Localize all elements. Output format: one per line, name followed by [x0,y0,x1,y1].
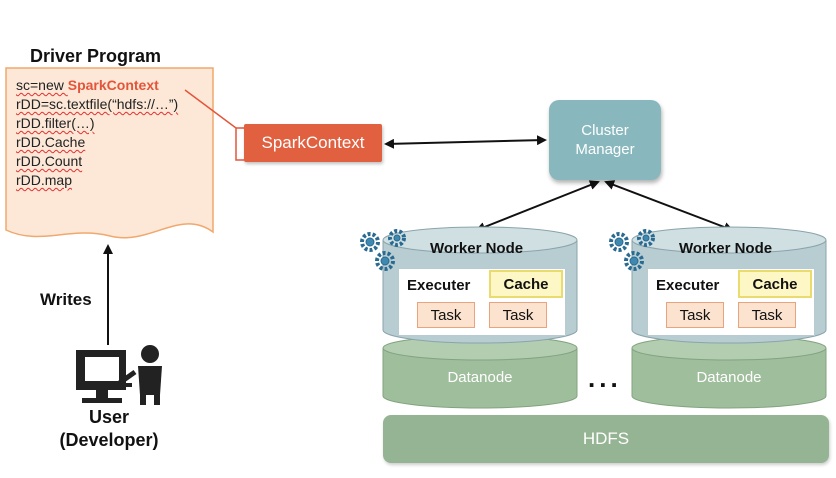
code-line-5: rDD.Count [16,153,83,169]
task-box: Task [666,302,724,328]
cache-box: Cache [489,270,563,298]
user-label-line1: User [88,407,130,427]
task-box: Task [417,302,475,328]
doc-to-sparkcontext-connector [184,89,244,161]
user-computer-icon [76,345,162,405]
executor-label: Executer [656,277,720,294]
driver-program-title: Driver Program [30,46,162,66]
user-label: User (Developer) [34,406,184,452]
cache-box: Cache [738,270,812,298]
ellipsis: ... [588,363,622,393]
gears-icon [360,229,406,271]
worker-node-title: Worker Node [430,240,524,257]
task-box: Task [738,302,796,328]
driver-code: sc=new SparkContext rDD=sc.textfile(“hdf… [16,76,178,190]
code-line-6: rDD.map [16,172,73,188]
cluster-manager-line1: Cluster [581,122,629,139]
sc-cm-arrow [384,135,547,149]
worker-node-title: Worker Node [679,240,773,257]
task-box: Task [489,302,547,328]
user-label-line2: (Developer) [59,430,159,450]
sparkcontext-box: SparkContext [244,124,382,162]
datanode-label: Datanode [447,369,513,386]
code-line-2: rDD=sc.textfile(“hdfs://…”) [16,96,179,112]
code-line-1-highlight: SparkContext [67,77,159,93]
code-line-3: rDD.filter(…) [16,115,95,131]
writes-label: Writes [40,290,92,309]
executor-label: Executer [407,277,471,294]
code-line-4: rDD.Cache [16,134,86,150]
datanode-cylinder-2 [631,335,827,409]
cluster-manager-line2: Manager [575,141,635,158]
cluster-manager-box: Cluster Manager [549,100,661,180]
hdfs-box: HDFS [383,415,829,463]
code-line-1-prefix: sc=new [16,77,68,93]
driver-document-icon [5,67,214,239]
gears-icon [609,229,655,271]
cm-worker2-arrow [604,180,734,232]
cm-worker1-arrow [475,180,600,232]
datanode-label: Datanode [696,369,762,386]
